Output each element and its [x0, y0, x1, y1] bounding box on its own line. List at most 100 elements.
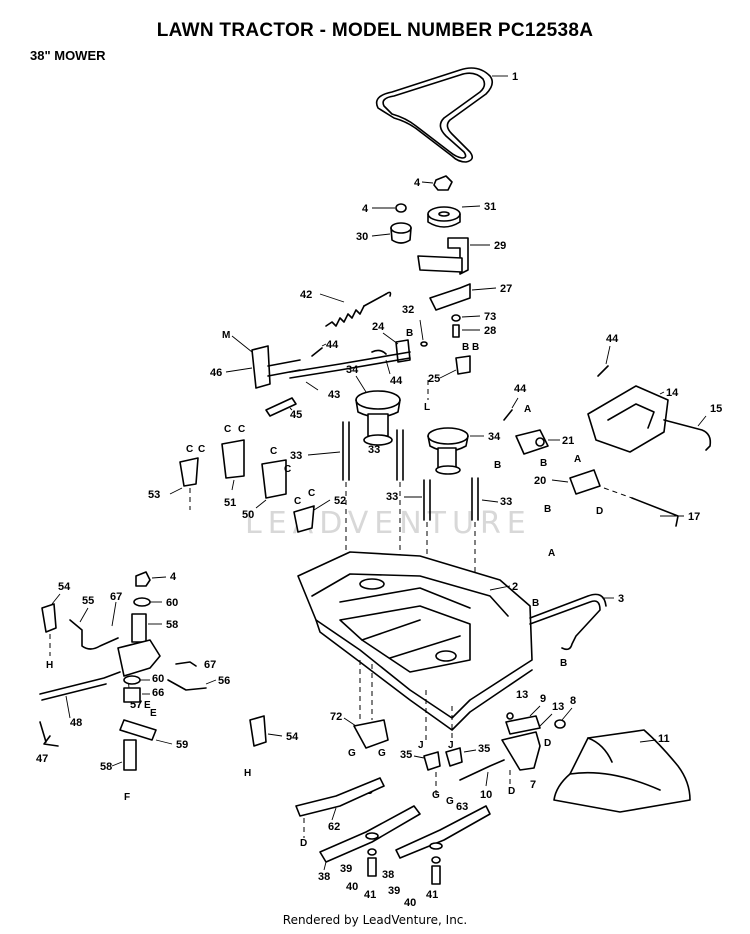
part-24-bracket[interactable] [395, 339, 411, 363]
ref-c: C [284, 464, 291, 475]
watermark-text: LEADVENTURE [245, 506, 532, 541]
part-54-clip-top[interactable] [41, 603, 57, 633]
callout-8: 8 [570, 695, 576, 707]
part-44-pin-c[interactable] [503, 409, 513, 421]
callout-38a: 38 [318, 871, 330, 883]
part-34-spindle-left[interactable] [355, 390, 401, 446]
part-29-bracket[interactable] [417, 237, 469, 275]
part-72-bracket[interactable] [353, 719, 389, 749]
part-40-lockwasher-right[interactable] [431, 856, 441, 864]
callout-44c: 44 [514, 383, 527, 395]
part-34-spindle-right[interactable] [427, 427, 469, 475]
part-39-washer-right[interactable] [429, 842, 443, 850]
callout-30: 30 [356, 231, 368, 243]
part-48-link[interactable] [39, 671, 121, 695]
part-28-bolt[interactable] [452, 324, 460, 338]
part-41-bolt-right[interactable] [431, 865, 441, 885]
part-57-bracket[interactable] [117, 639, 161, 677]
part-14-bracket[interactable] [587, 385, 669, 453]
ref-d: D [300, 838, 307, 849]
footer-credit: Rendered by LeadVenture, Inc. [282, 913, 468, 927]
part-45-tube[interactable] [265, 397, 297, 417]
part-44-pin-a[interactable] [311, 347, 323, 357]
callout-25: 25 [428, 373, 440, 385]
page-title: LAWN TRACTOR - MODEL NUMBER PC12538A [156, 20, 594, 41]
part-39-washer-left[interactable] [365, 832, 379, 840]
part-66-bushing[interactable] [123, 687, 141, 703]
part-46-lever[interactable] [251, 345, 301, 389]
callout-13a: 13 [516, 689, 528, 701]
callout-58b: 58 [100, 761, 112, 773]
part-54-clip-bottom[interactable] [249, 715, 267, 747]
part-8-nut[interactable] [554, 719, 566, 729]
callout-42: 42 [300, 289, 312, 301]
part-41-bolt-left[interactable] [367, 857, 377, 877]
ref-g: G [378, 748, 386, 759]
part-62-blade[interactable] [295, 777, 385, 817]
part-4-nut[interactable] [433, 175, 453, 191]
part-40-lockwasher-left[interactable] [367, 848, 377, 856]
part-17-rod[interactable] [631, 497, 679, 527]
part-25-bracket[interactable] [455, 355, 471, 375]
part-58-spacer-bottom[interactable] [123, 739, 137, 771]
part-13-washer-a[interactable] [506, 712, 514, 720]
part-52-bracket[interactable] [293, 505, 315, 533]
part-53-bracket[interactable] [179, 457, 199, 487]
ref-f: F [124, 792, 130, 803]
part-31-pulley[interactable] [427, 206, 461, 228]
callout-43: 43 [328, 389, 340, 401]
callout-67b: 67 [204, 659, 216, 671]
part-35-bracket-right[interactable] [445, 747, 463, 767]
ref-m: M [222, 330, 230, 341]
part-38-blade-right[interactable] [395, 805, 491, 859]
callout-35a: 35 [400, 749, 412, 761]
part-3-rod[interactable] [529, 593, 607, 651]
part-4-nut-left[interactable] [135, 571, 151, 587]
ref-c: C [238, 424, 245, 435]
part-60-washer-bottom[interactable] [123, 675, 141, 685]
part-20-bracket[interactable] [569, 469, 601, 495]
part-21-bracket[interactable] [515, 429, 549, 455]
part-42-spring[interactable] [325, 291, 392, 327]
part-11-discharge-chute[interactable] [553, 729, 691, 813]
part-27-arm[interactable] [429, 283, 471, 311]
callout-54a: 54 [58, 581, 71, 593]
part-2-mower-deck[interactable] [297, 551, 533, 731]
callout-9: 9 [540, 693, 546, 705]
part-33-bolts-left[interactable] [342, 421, 404, 481]
ref-g: G [432, 790, 440, 801]
callout-72: 72 [330, 711, 342, 723]
part-44-pin-b[interactable] [371, 349, 387, 355]
part-44-pin-d[interactable] [597, 365, 609, 377]
part-73-washer[interactable] [451, 314, 461, 322]
callout-60a: 60 [166, 597, 178, 609]
callout-44d: 44 [606, 333, 619, 345]
part-50-bracket[interactable] [261, 459, 287, 499]
callout-73: 73 [484, 311, 496, 323]
part-59-bracket[interactable] [119, 719, 157, 741]
callout-41b: 41 [426, 889, 438, 901]
part-15-rod[interactable] [663, 419, 712, 451]
ref-j: J [448, 740, 454, 751]
part-7-bracket[interactable] [501, 731, 541, 771]
part-32-washer[interactable] [420, 341, 428, 347]
part-1-belt[interactable] [375, 67, 494, 163]
part-30-idler[interactable] [390, 222, 412, 244]
part-58-spacer-top[interactable] [131, 613, 147, 643]
part-60-washer-top[interactable] [133, 597, 151, 607]
ref-b: B [494, 460, 501, 471]
ref-b: B [560, 658, 567, 669]
part-33-bolts-right[interactable] [423, 477, 479, 521]
part-55-rod[interactable] [69, 619, 119, 650]
callout-33d: 33 [500, 496, 512, 508]
callout-46: 46 [210, 367, 222, 379]
part-9-link[interactable] [505, 715, 541, 735]
part-67-pin[interactable] [175, 661, 197, 667]
part-10-rod[interactable] [459, 759, 505, 781]
part-47-pin[interactable] [39, 721, 59, 747]
ref-h: H [244, 768, 251, 779]
part-56-rod[interactable] [167, 679, 207, 691]
part-4-washer[interactable] [395, 203, 407, 213]
part-35-bracket-left[interactable] [423, 751, 441, 771]
part-51-bracket[interactable] [221, 439, 245, 479]
